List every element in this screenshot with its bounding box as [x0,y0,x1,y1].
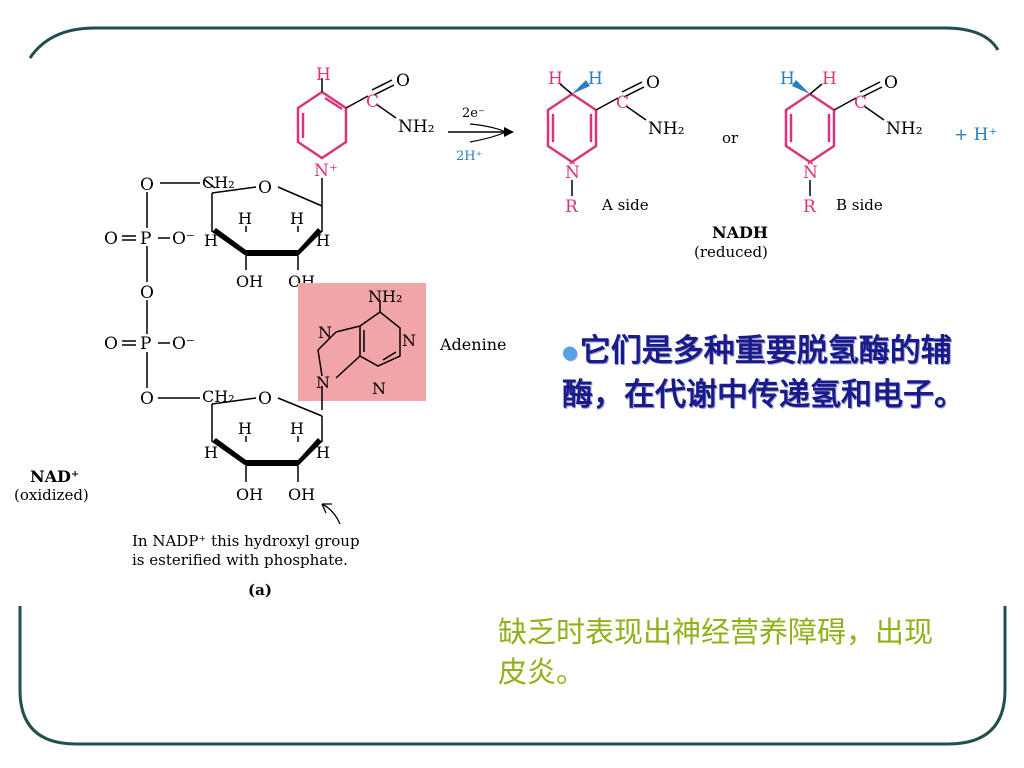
atom-label: NH₂ [398,117,435,137]
deficiency-note: 缺乏时表现出神经营养障碍，出现皮炎。 [498,615,934,689]
nadh-a-side: H H C O NH₂ N̈ R A side [546,69,685,217]
or-label: or [722,129,739,147]
atom-label: N [318,323,332,342]
atom-label: R [803,197,817,217]
atom-label: H [780,69,795,89]
nadh-subtitle: (reduced) [694,243,768,261]
plus-proton-label: + H⁺ [954,125,997,145]
atom-label: H [316,443,330,462]
a-side-label: A side [601,196,649,214]
atom-label: H [290,209,304,228]
adenine-highlight [298,283,426,401]
reaction-arrow: 2e⁻ 2H⁺ [448,106,514,164]
atom-label: C [854,93,867,113]
atom-label: NH₂ [648,119,685,139]
caption-line-1: In NADP⁺ this hydroxyl group [132,532,360,550]
bullet-icon: ● [562,342,578,363]
atom-label: N [372,379,386,398]
arrow-electrons-label: 2e⁻ [462,106,485,121]
nicotinamide-ring [296,90,348,160]
adenine-ring [317,300,401,410]
atom-label: H [822,69,837,89]
atom-label: H [204,231,218,250]
upper-ribose [160,179,323,270]
adenine-label: Adenine [439,335,506,354]
b-side-label: B side [836,196,883,214]
atom-label: C [616,93,629,113]
atom-label: O [646,73,660,93]
atom-label: CH₂ [202,387,235,406]
atom-label: OH [236,272,263,291]
atom-label: O [396,71,410,91]
atom-label: P [140,229,151,249]
atom-label: H [588,69,603,89]
atom-label: O [140,175,154,195]
atom-label: NH₂ [368,287,402,306]
atom-label: O⁻ [172,334,195,354]
atom-label: O [140,283,154,303]
atom-label: O [140,389,154,409]
atom-label: C [366,92,379,112]
atom-label: OH [236,485,263,504]
nadh-b-side: H H C O NH₂ N̈ R B side [780,69,923,217]
atom-label: H [548,69,563,89]
slide-frame [18,26,1007,746]
atom-label: H [316,65,331,85]
lower-ribose [211,397,323,482]
atom-label: OH [288,485,315,504]
nad-subtitle: (oxidized) [14,486,89,504]
atom-label: O [104,334,118,354]
atom-label: O [884,73,898,93]
atom-label: P [140,334,151,354]
atom-label: H [316,231,330,250]
atom-label: H [290,419,304,438]
nadh-title: NADH [712,223,768,242]
atom-label: R [565,197,579,217]
nad-title: NAD⁺ [30,467,79,486]
coenzyme-role-note: ●它们是多种重要脱氢酶的辅酶，在代谢中传递氢和电子。 [562,330,982,417]
arrow-protons-label: 2H⁺ [456,149,482,164]
atom-label: NH₂ [886,119,923,139]
panel-label: (a) [248,581,272,599]
ribose-bold-bond [212,228,322,256]
hydroxyl-pointer-arrow [321,503,341,525]
caption-line-2: is esterified with phosphate. [132,551,348,569]
atom-label: N̈ [565,163,580,183]
atom-label: H [238,209,252,228]
atom-label: N [402,331,416,350]
atom-label: H [238,419,252,438]
nad-plus-structure: H C O NH₂ N⁺ O CH₂ H H H H OH OH [14,65,506,599]
atom-label: N [316,373,330,392]
atom-label: O [104,229,118,249]
atom-label: O⁻ [172,229,195,249]
ribose-bold-bond [212,438,322,466]
atom-label: N⁺ [314,161,338,181]
atom-label: N̈ [803,163,818,183]
atom-label: O [258,178,272,198]
atom-label: CH₂ [202,173,235,192]
phosphate-chain [122,192,200,399]
atom-label: O [258,389,272,409]
coenzyme-role-text: 它们是多种重要脱氢酶的辅酶，在代谢中传递氢和电子。 [562,333,965,413]
atom-label: H [204,443,218,462]
